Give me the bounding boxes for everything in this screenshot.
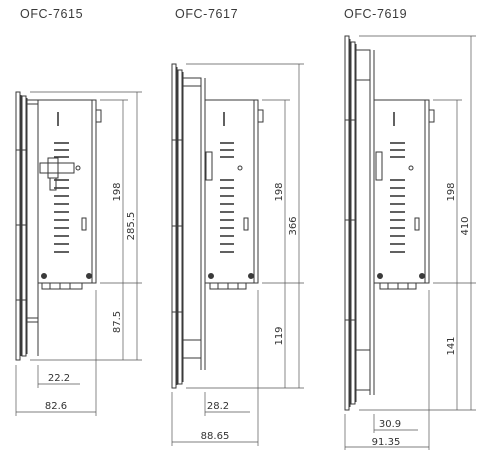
dim-lower-7617: 119 [274, 326, 285, 345]
dim-lower-7615: 87.5 [112, 311, 123, 333]
chassis-7615 [37, 99, 97, 284]
dim-lower-7619: 141 [446, 336, 457, 355]
dim-height-7615: 285.5 [126, 212, 137, 241]
front-bezel-7615 [15, 91, 21, 361]
model-title-ofc-7619: OFC-7619 [344, 7, 408, 21]
dim-depth-total-7617: 88.65 [201, 431, 230, 442]
side-view-ofc-7617 [171, 63, 264, 389]
dim-depth-inner-7619: 30.9 [379, 419, 401, 430]
dim-display-7617: 198 [274, 182, 285, 201]
dimensions-7615 [15, 91, 142, 416]
dim-display-7615: 198 [112, 182, 123, 201]
chassis-7619 [373, 99, 430, 284]
chassis-7617 [204, 99, 259, 284]
side-view-ofc-7619 [344, 35, 435, 411]
dim-height-7617: 366 [288, 216, 299, 235]
dim-display-7619: 198 [446, 182, 457, 201]
model-title-ofc-7617: OFC-7617 [175, 7, 239, 21]
dim-height-7619: 410 [460, 216, 471, 235]
dim-depth-total-7619: 91.35 [372, 437, 401, 448]
side-view-ofc-7615 [15, 91, 102, 361]
dim-depth-inner-7617: 28.2 [207, 401, 229, 412]
model-title-ofc-7615: OFC-7615 [20, 7, 84, 21]
dimensions-7619 [344, 35, 476, 450]
dim-depth-total-7615: 82.6 [45, 401, 67, 412]
dimensions-7617 [171, 63, 304, 446]
dim-depth-inner-7615: 22.2 [48, 373, 70, 384]
front-bezel-7619 [344, 35, 350, 411]
